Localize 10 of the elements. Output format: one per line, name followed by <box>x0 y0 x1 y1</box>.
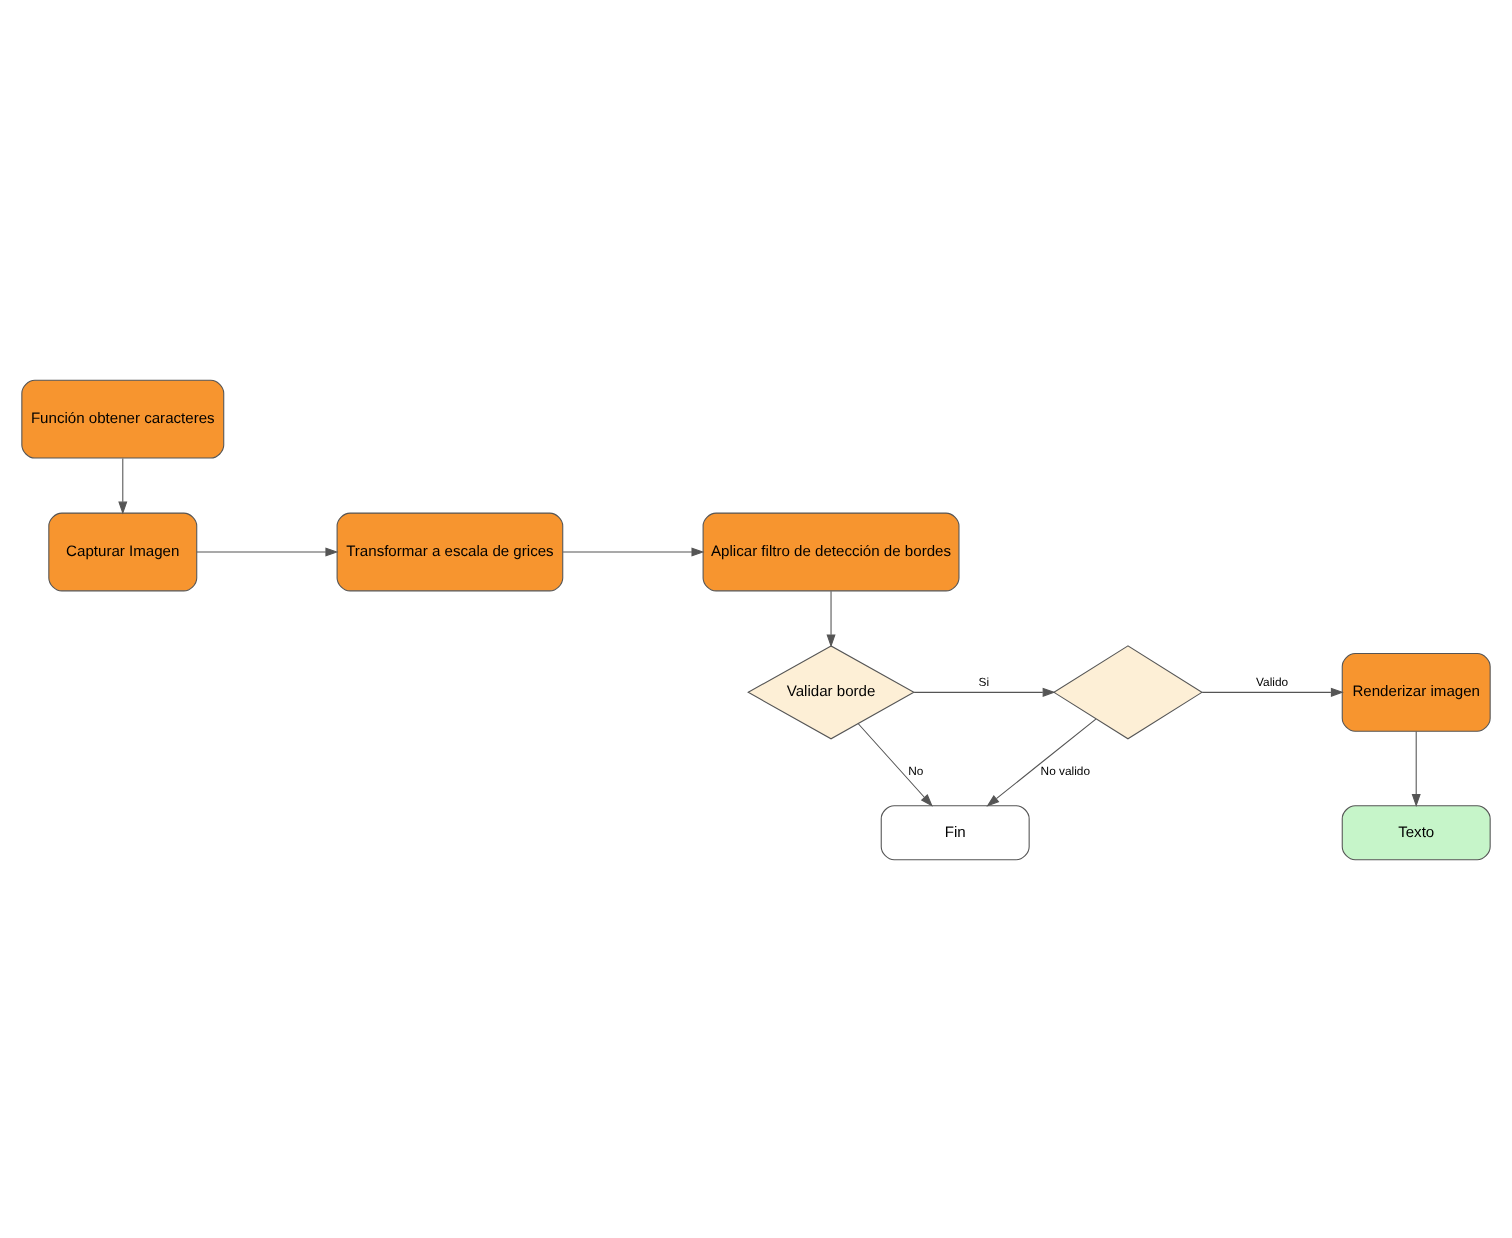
arrow <box>1411 730 1421 807</box>
arrow <box>986 717 1097 806</box>
arrow <box>562 546 705 556</box>
arrow <box>1201 686 1344 696</box>
node-diamond <box>1052 644 1203 739</box>
arrow <box>826 589 836 647</box>
arrow <box>857 722 933 806</box>
arrow <box>913 686 1056 696</box>
arrow <box>118 456 128 514</box>
arrow <box>196 546 339 556</box>
